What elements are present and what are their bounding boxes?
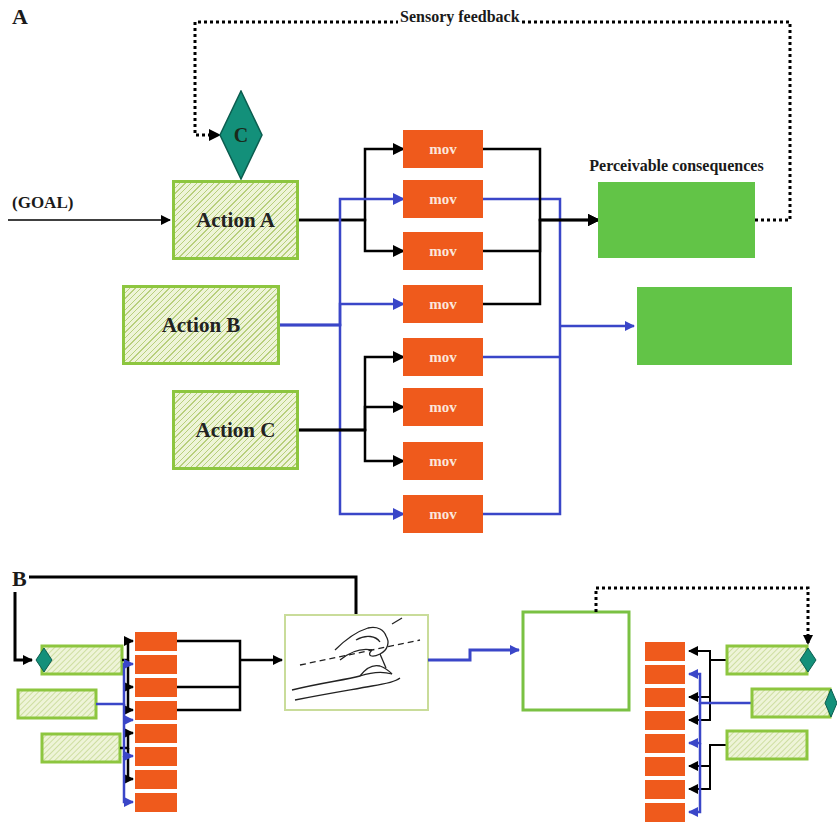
action-box: Action B — [122, 285, 280, 365]
connector — [299, 220, 403, 251]
node-text: Action C — [196, 418, 276, 443]
node-text: mov — [429, 243, 457, 260]
connector — [299, 430, 403, 461]
comparator-diamond: C — [219, 90, 263, 180]
action-box: Action A — [172, 180, 299, 260]
connector — [299, 357, 403, 430]
connector — [483, 220, 598, 304]
consequence-box: Perceivable consequences — [598, 182, 755, 258]
node-text: mov — [429, 296, 457, 313]
movement-box: mov — [403, 180, 483, 218]
connector — [483, 149, 598, 220]
node-text: Perceivable consequences — [582, 156, 772, 176]
movement-box: mov — [403, 495, 483, 533]
node-text: Action B — [162, 313, 241, 338]
hand-illustration — [292, 618, 420, 700]
connector — [299, 407, 403, 430]
node-text: Action A — [196, 208, 275, 233]
panel-letter: A — [10, 4, 30, 30]
action-box: Action C — [172, 390, 299, 470]
goal-label: (GOAL) — [10, 193, 75, 213]
connector — [280, 304, 403, 325]
node-text: mov — [429, 191, 457, 208]
node-text: mov — [429, 141, 457, 158]
consequence-box — [637, 287, 792, 365]
movement-box: mov — [403, 232, 483, 270]
node-text: mov — [429, 349, 457, 366]
panel-b-drawing — [15, 577, 837, 822]
panel-letter: B — [10, 566, 29, 592]
connector — [299, 149, 403, 220]
node-text: mov — [429, 506, 457, 523]
movement-box: mov — [403, 442, 483, 480]
movement-box: mov — [403, 388, 483, 426]
movement-box: mov — [403, 338, 483, 376]
movement-box: mov — [403, 285, 483, 323]
node-text: C — [234, 124, 248, 147]
goal-arrow — [8, 219, 170, 221]
movement-box: mov — [403, 130, 483, 168]
feedback-label: Sensory feedback — [398, 8, 522, 26]
node-text: mov — [429, 453, 457, 470]
node-text: mov — [429, 399, 457, 416]
